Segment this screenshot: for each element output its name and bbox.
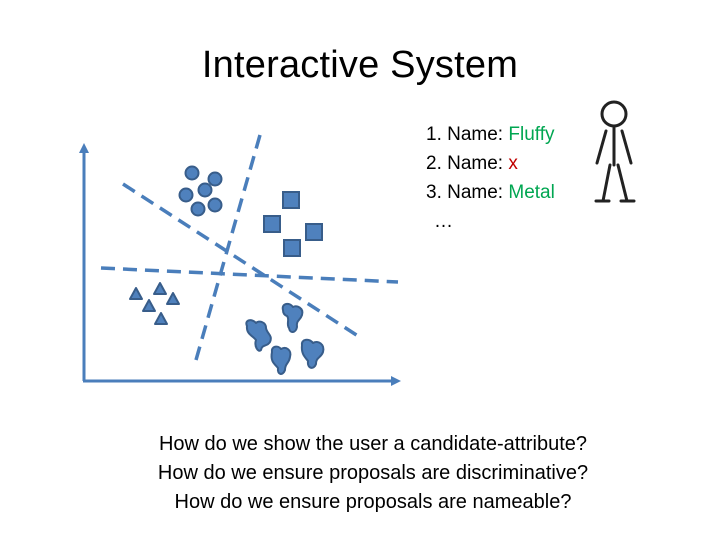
square-point <box>283 239 301 257</box>
slide-title: Interactive System <box>201 44 519 86</box>
attribute-name-3-prefix: 3. Name: <box>426 182 509 203</box>
square-point <box>305 223 323 241</box>
circle-point <box>197 182 213 198</box>
question-3: How do we ensure proposals are nameable? <box>174 491 572 513</box>
circle-cluster <box>178 165 223 217</box>
boundary-line-1 <box>122 182 359 338</box>
circle-point <box>207 171 223 187</box>
square-point <box>263 215 281 233</box>
blob-point <box>300 338 325 369</box>
boundary-line-2 <box>194 134 262 361</box>
triangle-point <box>153 282 167 295</box>
circle-point <box>190 201 206 217</box>
circle-point <box>184 165 200 181</box>
stick-figure-left-arm <box>595 129 608 165</box>
triangle-point <box>142 299 156 312</box>
attribute-name-2-prefix: 2. Name: <box>426 153 509 174</box>
triangle-point <box>154 312 168 325</box>
research-questions: How do we show the user a candidate-attr… <box>0 430 720 517</box>
attribute-name-3-value: Metal <box>508 182 555 203</box>
triangle-point <box>166 292 180 305</box>
attribute-name-ellipsis: … <box>434 211 453 232</box>
blob-cluster <box>245 302 325 375</box>
attribute-name-1-value: Fluffy <box>508 124 555 145</box>
boundary-line-3 <box>100 266 399 284</box>
question-2: How do we ensure proposals are discrimin… <box>157 462 589 484</box>
stick-figure-right-arm <box>620 129 633 165</box>
attribute-name-1: 1. Name: Fluffy <box>426 120 555 149</box>
square-cluster <box>263 191 323 257</box>
triangle-cluster <box>129 282 180 325</box>
stick-figure-user-icon <box>594 100 636 203</box>
blob-point <box>281 302 304 333</box>
attribute-name-2: 2. Name: x <box>426 149 555 178</box>
blob-point <box>245 319 272 352</box>
attribute-name-3: 3. Name: Metal <box>426 178 555 207</box>
square-point <box>282 191 300 209</box>
stick-figure-left-leg <box>601 163 612 203</box>
stick-figure-right-leg <box>616 163 629 203</box>
circle-point <box>207 197 223 213</box>
attribute-name-1-prefix: 1. Name: <box>426 124 509 145</box>
stick-figure-head <box>600 100 628 128</box>
attribute-name-2-value: x <box>508 153 518 174</box>
axes <box>79 143 401 386</box>
blob-point <box>270 345 292 375</box>
question-1: How do we show the user a candidate-attr… <box>158 433 588 455</box>
circle-point <box>178 187 194 203</box>
attribute-name-list: 1. Name: Fluffy 2. Name: x 3. Name: Meta… <box>426 120 555 236</box>
decision-boundaries <box>100 134 399 361</box>
triangle-point <box>129 287 143 300</box>
